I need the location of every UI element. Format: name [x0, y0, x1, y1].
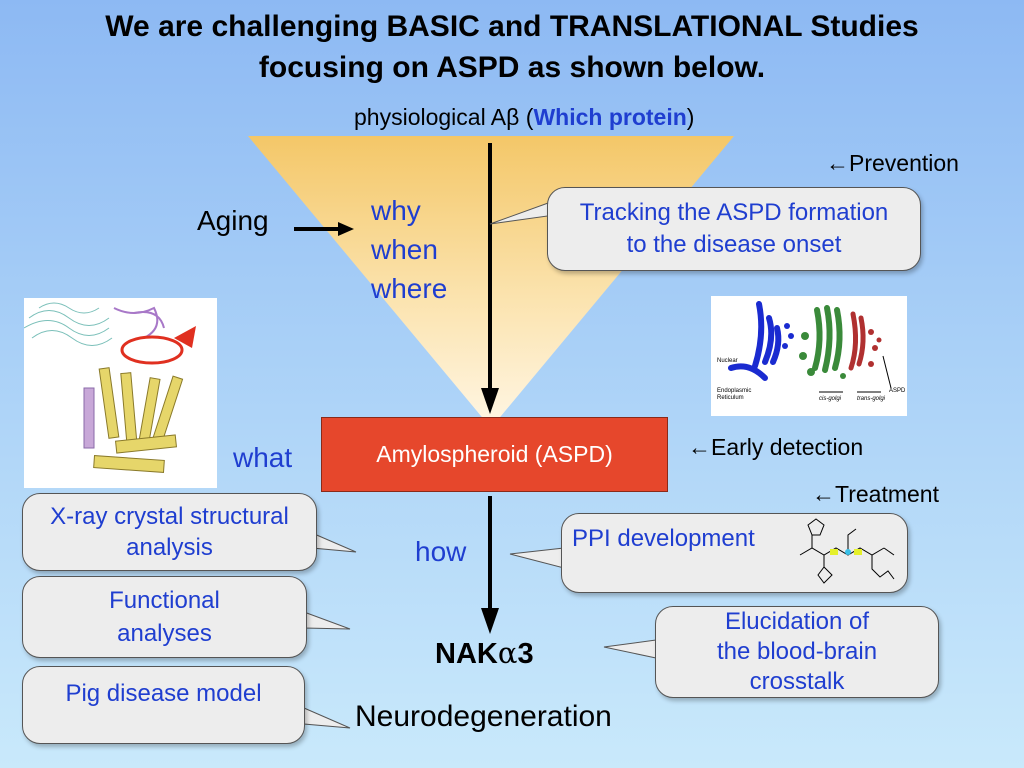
functional-line-2: analyses — [117, 620, 212, 647]
cell-aspd-label: ASPD — [889, 388, 906, 394]
title-line-1: We are challenging BASIC and TRANSLATION… — [105, 10, 919, 43]
aging-label: Aging — [197, 205, 269, 236]
what-label: what — [233, 442, 293, 473]
elucidation-line-1: Elucidation of — [724, 608, 870, 635]
tracking-line-1: Tracking the ASPD formation — [579, 199, 889, 226]
ppi-label: PPI development — [572, 525, 755, 552]
cell-diagram-image: Nuclear Endoplasmic Reticulum cis-golgi … — [711, 296, 907, 416]
early-detection-label: ←Early detection — [688, 434, 864, 460]
callout-xray: X-ray crystal structural analysis — [22, 493, 317, 571]
organelle-icon — [728, 301, 892, 393]
cell-cis-golgi-label: cis-golgi — [819, 396, 842, 402]
where-label: where — [371, 273, 448, 304]
protein-structure-image — [24, 298, 217, 488]
functional-line-1: Functional — [109, 587, 220, 614]
prevention-label: ←Prevention — [826, 150, 959, 176]
tail-xray — [311, 532, 357, 553]
tail-functional — [303, 611, 351, 630]
nak-alpha3-label: NAKα3 — [435, 636, 534, 670]
callout-functional: Functional analyses — [22, 576, 307, 658]
why-label: why — [371, 195, 421, 226]
tail-elucidation — [603, 639, 657, 659]
callout-elucidation: Elucidation of the blood-brain crosstalk — [655, 606, 939, 698]
elucidation-line-2: the blood-brain — [716, 638, 878, 665]
aspd-box: Amylospheroid (ASPD) — [321, 417, 668, 492]
how-label: how — [415, 536, 467, 567]
arrowhead-top — [481, 388, 499, 414]
elucidation-line-3: crosstalk — [749, 668, 845, 695]
cell-trans-golgi-label: trans-golgi — [857, 396, 886, 402]
title-line-2: focusing on ASPD as shown below. — [258, 51, 766, 84]
neurodegeneration-label: Neurodegeneration — [355, 700, 612, 733]
callout-pig: Pig disease model — [22, 666, 305, 744]
tail-pig — [303, 707, 351, 729]
aging-arrowhead — [338, 222, 354, 236]
xray-line-1: X-ray crystal structural — [50, 503, 289, 530]
xray-line-2: analysis — [126, 534, 213, 561]
arrowhead-bottom — [481, 608, 499, 634]
when-label: when — [371, 234, 438, 265]
tail-ppi — [509, 547, 565, 569]
treatment-label: ←Treatment — [812, 481, 939, 507]
pig-label: Pig disease model — [65, 680, 262, 707]
protein-ribbon-icon — [24, 302, 196, 473]
tracking-line-2: to the disease onset — [626, 231, 842, 258]
ppi-chemical-structure — [799, 518, 895, 584]
callout-tracking: Tracking the ASPD formation to the disea… — [547, 187, 921, 271]
physiological-abeta-label: physiological Aβ (Which protein) — [354, 104, 695, 130]
cell-er-label: Endoplasmic Reticulum — [717, 388, 752, 401]
cell-nuclear-label: Nuclear — [717, 358, 738, 364]
